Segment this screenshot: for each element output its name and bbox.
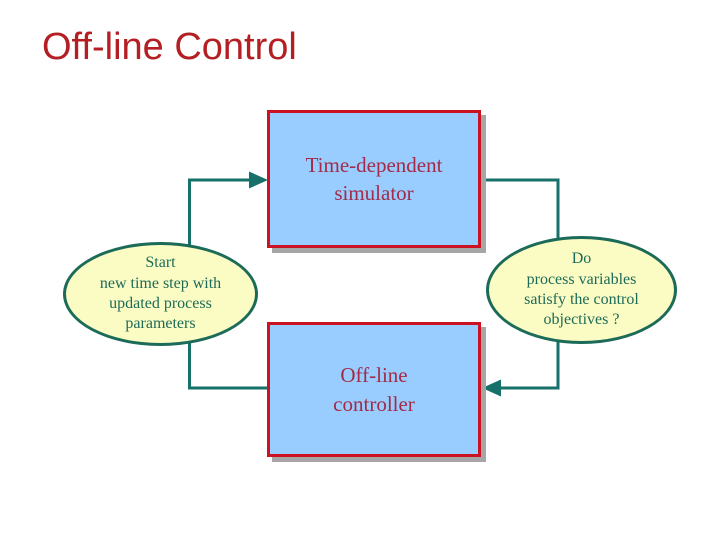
check-label-line4: objectives ? xyxy=(543,311,620,329)
controller-label: Off-line controller xyxy=(333,361,415,418)
simulator-label-line2: simulator xyxy=(334,181,414,205)
start-label-line1: Start xyxy=(145,254,176,272)
arrowhead-into-controller-icon xyxy=(482,379,501,397)
check-label-line3: satisfy the control xyxy=(524,291,639,308)
start-label-line2: new time step with xyxy=(99,274,222,292)
node-time-dependent-simulator: Time-dependent simulator xyxy=(267,110,481,248)
node-offline-controller: Off-line controller xyxy=(267,322,481,457)
check-label-line2: process variables xyxy=(526,270,637,288)
controller-label-line2: controller xyxy=(333,391,415,416)
node-do-process-variables-check: Do process variables satisfy the control… xyxy=(486,236,677,344)
controller-label-line1: Off-line xyxy=(340,363,408,388)
node-start-new-time-step: Start new time step with updated process… xyxy=(63,242,258,346)
slide-title: Off-line Control xyxy=(42,26,297,68)
simulator-label-line1: Time-dependent xyxy=(305,152,443,177)
simulator-label: Time-dependent simulator xyxy=(306,151,443,208)
start-label-line4: parameters xyxy=(125,315,196,333)
start-label-line3: updated process xyxy=(109,295,212,312)
check-label-line1: Do xyxy=(571,250,592,268)
arrowhead-into-simulator-icon xyxy=(249,171,268,189)
